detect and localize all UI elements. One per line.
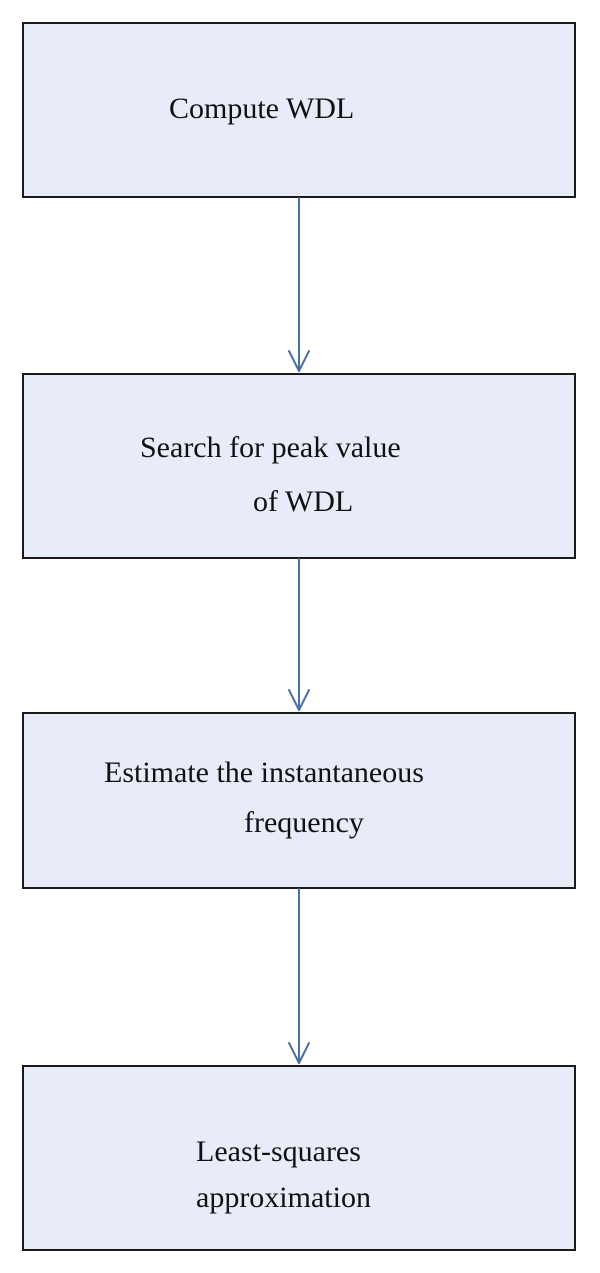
arrow-2-to-3 bbox=[288, 558, 310, 711]
step-least-squares-label-line-2: approximation bbox=[196, 1181, 371, 1214]
arrow-3-to-4 bbox=[288, 888, 310, 1064]
step-search-peak-value-label-line-1: Search for peak value bbox=[140, 431, 401, 464]
step-search-peak-value-label-line-2: of WDL bbox=[253, 485, 354, 518]
step-estimate-frequency: Estimate the instantaneous frequency bbox=[22, 712, 576, 889]
step-estimate-frequency-label-line-2: frequency bbox=[244, 806, 364, 839]
step-compute-wdl: Compute WDL bbox=[22, 22, 576, 198]
step-estimate-frequency-label-line-1: Estimate the instantaneous bbox=[104, 756, 424, 789]
arrow-1-to-2 bbox=[288, 197, 310, 372]
step-least-squares: Least-squares approximation bbox=[22, 1065, 576, 1251]
step-compute-wdl-label: Compute WDL bbox=[169, 92, 355, 125]
step-least-squares-label-line-1: Least-squares bbox=[196, 1135, 361, 1168]
